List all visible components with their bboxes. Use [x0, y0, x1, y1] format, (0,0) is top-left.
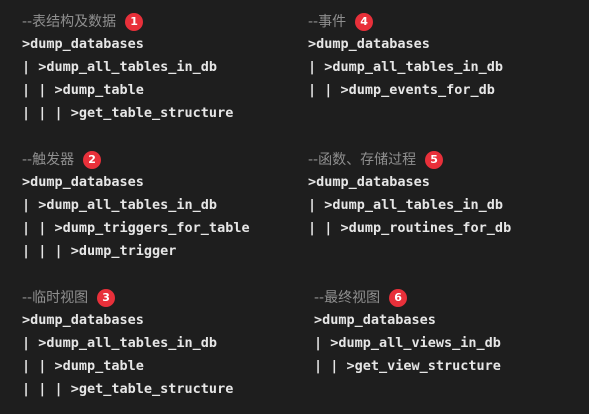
heading: --事件 4	[308, 11, 503, 33]
block-final-views: --最终视图 6 >dump_databases | >dump_all_vie…	[314, 287, 501, 378]
heading: --临时视图 3	[22, 287, 233, 309]
badge: 4	[355, 13, 374, 31]
badge: 6	[389, 289, 408, 307]
badge: 5	[425, 151, 444, 169]
code-line: >dump_databases	[314, 312, 436, 328]
block-triggers: --触发器 2 >dump_databases | >dump_all_tabl…	[22, 149, 250, 263]
code-line: | | | >dump_trigger	[22, 243, 177, 259]
code-line: | >dump_all_tables_in_db	[22, 59, 218, 75]
code-line: | | >dump_events_for_db	[308, 82, 495, 98]
heading: --表结构及数据 1	[22, 11, 233, 33]
heading-text: --函数、存储过程	[308, 152, 417, 168]
badge: 2	[83, 151, 102, 169]
code-line: >dump_databases	[308, 36, 430, 52]
code-line: | | | >get_table_structure	[22, 381, 234, 397]
block-events: --事件 4 >dump_databases | >dump_all_table…	[308, 11, 503, 102]
code-line: | >dump_all_tables_in_db	[308, 59, 504, 75]
code-line: | | >dump_table	[22, 358, 144, 374]
code-line: | | >dump_table	[22, 82, 144, 98]
code-line: | >dump_all_tables_in_db	[22, 335, 218, 351]
badge: 3	[97, 289, 116, 307]
code-line: >dump_databases	[22, 36, 144, 52]
block-temporary-views: --临时视图 3 >dump_databases | >dump_all_tab…	[22, 287, 233, 401]
block-functions-and-procedures: --函数、存储过程 5 >dump_databases | >dump_all_…	[308, 149, 511, 240]
code-line: >dump_databases	[22, 312, 144, 328]
code-line: >dump_databases	[22, 174, 144, 190]
code-line: | | >get_view_structure	[314, 358, 501, 374]
heading-text: --事件	[308, 14, 347, 30]
heading: --最终视图 6	[314, 287, 501, 309]
code-line: >dump_databases	[308, 174, 430, 190]
code-line: | | >dump_routines_for_db	[308, 220, 512, 236]
heading-text: --最终视图	[314, 290, 381, 306]
heading: --函数、存储过程 5	[308, 149, 511, 171]
heading-text: --表结构及数据	[22, 14, 117, 30]
code-line: | | >dump_triggers_for_table	[22, 220, 250, 236]
code-line: | >dump_all_tables_in_db	[308, 197, 504, 213]
code-line: | | | >get_table_structure	[22, 105, 234, 121]
block-table-structure-and-data: --表结构及数据 1 >dump_databases | >dump_all_t…	[22, 11, 233, 125]
code-line: | >dump_all_tables_in_db	[22, 197, 218, 213]
heading-text: --触发器	[22, 152, 75, 168]
heading-text: --临时视图	[22, 290, 89, 306]
code-line: | >dump_all_views_in_db	[314, 335, 501, 351]
badge: 1	[125, 13, 144, 31]
heading: --触发器 2	[22, 149, 250, 171]
